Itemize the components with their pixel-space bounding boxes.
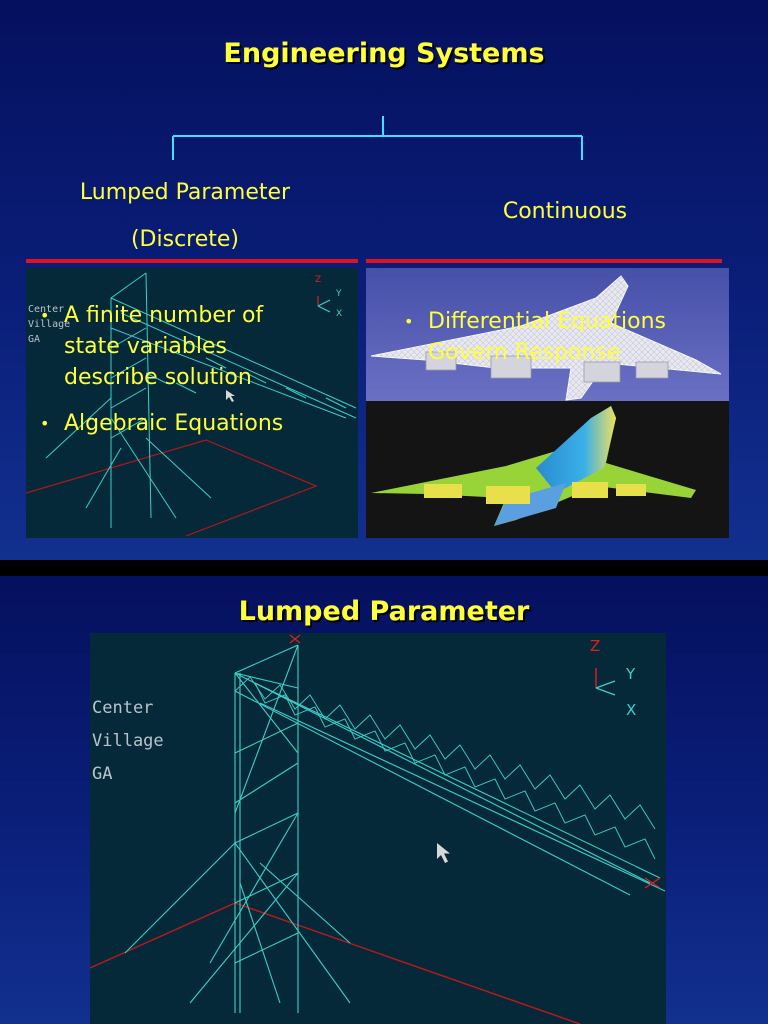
axis-x-label: X [336, 309, 342, 319]
axis-y-label: Y [335, 289, 342, 299]
axis-y-label: Y [625, 665, 636, 683]
bullet-item: • Differential Equations Govern Response [390, 306, 720, 368]
aircraft-images [366, 268, 729, 538]
slide-lumped-parameter: Lumped Parameter [0, 576, 768, 1024]
red-divider-right [366, 259, 722, 263]
bullet-line: Algebraic Equations [64, 411, 284, 436]
bullet-line: describe solution [64, 365, 252, 390]
cad-location-line: Center [92, 698, 154, 718]
discrete-heading: (Discrete) [130, 227, 240, 252]
continuous-heading: Continuous [502, 199, 628, 224]
bullet-line: state variables [64, 334, 227, 359]
cad-location-line: Village [28, 319, 71, 330]
continuous-bullet-list: • Differential Equations Govern Response [390, 306, 720, 368]
cad-location-line: GA [92, 764, 113, 784]
cad-location-text: Center Village GA [92, 692, 164, 791]
truss-model-view: Z Y X Center Village GA [90, 633, 666, 1024]
truss-model-thumbnail: Z Y X Center Village GA [26, 268, 358, 538]
bullet-line: A finite number of [64, 303, 264, 328]
axis-z-label: Z [590, 637, 600, 655]
axis-x-label: X [626, 701, 636, 719]
cad-location-text: Center Village GA [28, 302, 70, 347]
red-divider-left [26, 259, 358, 263]
cad-location-line: Center [28, 304, 65, 315]
bullet-dot: • [40, 306, 50, 325]
cursor-icon [226, 390, 235, 402]
lumped-heading: Lumped Parameter [79, 180, 291, 205]
cad-location-line: GA [28, 334, 41, 345]
aircraft-illustration [366, 268, 729, 538]
bullet-line: Differential Equations [428, 309, 667, 334]
axis-z-label: Z [315, 275, 321, 285]
truss-wireframe-large: Z Y X [90, 634, 666, 1024]
discrete-bullet-list: • A finite number of state variables des… [26, 300, 346, 439]
bullet-item: • Algebraic Equations [26, 408, 346, 439]
bullet-dot: • [40, 414, 50, 433]
slide-engineering-systems: Engineering Systems Lumped Parameter (Di… [0, 0, 768, 560]
bullet-item: • A finite number of state variables des… [26, 300, 346, 393]
bullet-line: Govern Response [428, 340, 621, 365]
cursor-icon [437, 843, 450, 863]
truss-wireframe: Z Y X [26, 272, 357, 537]
hierarchy-bracket [172, 116, 583, 160]
cad-location-line: Village [92, 731, 164, 751]
bullet-dot: • [404, 312, 414, 331]
slide-title: Lumped Parameter [238, 596, 530, 627]
slide-title: Engineering Systems [223, 38, 545, 69]
